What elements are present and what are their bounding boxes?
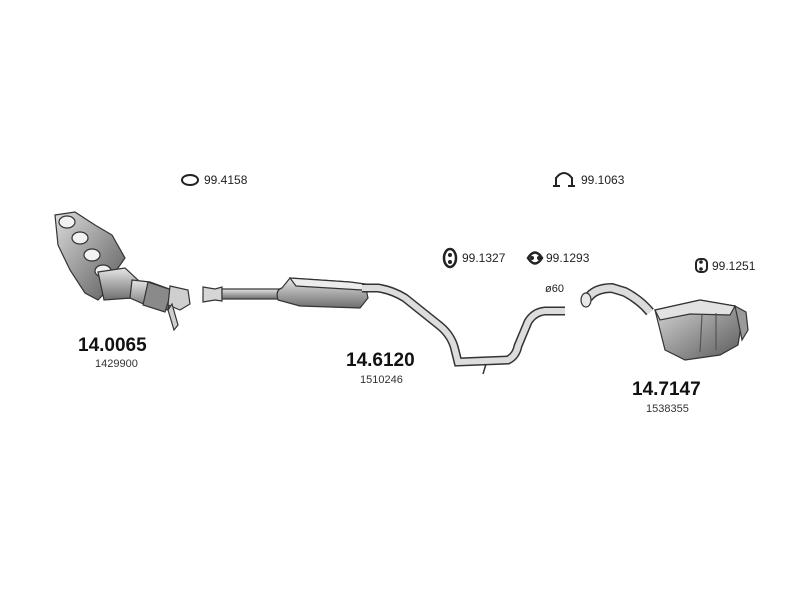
accessory-hanger-a-label: 99.1327 (462, 251, 506, 265)
ring-gasket-icon (181, 174, 199, 186)
rubber-hanger-icon (442, 247, 458, 269)
clamp-icon (553, 172, 575, 187)
pipe-diameter-label: ø60 (545, 283, 564, 295)
accessory-clamp-label: 99.1063 (581, 173, 625, 187)
oem-number-middle-pipe: 1510246 (360, 374, 403, 386)
middle-silencer-drawing (276, 277, 565, 375)
accessory-hanger-c-label: 99.1251 (712, 259, 756, 273)
accessory-gasket-label: 99.4158 (204, 173, 248, 187)
part-number-rear-silencer: 14.7147 (632, 379, 701, 400)
oem-number-manifold: 1429900 (95, 358, 138, 370)
rubber-hanger-icon (526, 251, 544, 265)
part-number-manifold: 14.0065 (78, 335, 147, 356)
rear-silencer-drawing (580, 282, 749, 361)
part-number-middle-pipe: 14.6120 (346, 350, 415, 371)
rubber-hanger-icon (695, 258, 708, 273)
oem-number-rear-silencer: 1538355 (646, 403, 689, 415)
exhaust-manifold-drawing (54, 211, 191, 332)
front-flange-drawing (202, 286, 283, 303)
accessory-hanger-b-label: 99.1293 (546, 251, 590, 265)
